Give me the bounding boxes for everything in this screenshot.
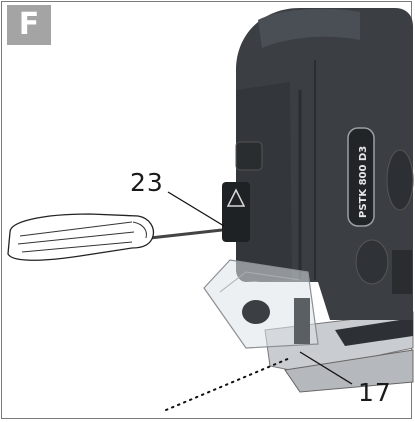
screwdriver [7, 213, 223, 261]
chip-guard [203, 259, 319, 349]
leader-line-23 [167, 191, 225, 227]
dotted-guide-line [165, 357, 291, 411]
leader-line-17 [299, 351, 353, 385]
jigsaw-body [222, 8, 414, 320]
callout-label-23: 23 [130, 168, 164, 197]
figure-badge: F [7, 5, 51, 45]
figure-letter: F [18, 7, 40, 42]
callout-label-17: 17 [358, 378, 392, 407]
